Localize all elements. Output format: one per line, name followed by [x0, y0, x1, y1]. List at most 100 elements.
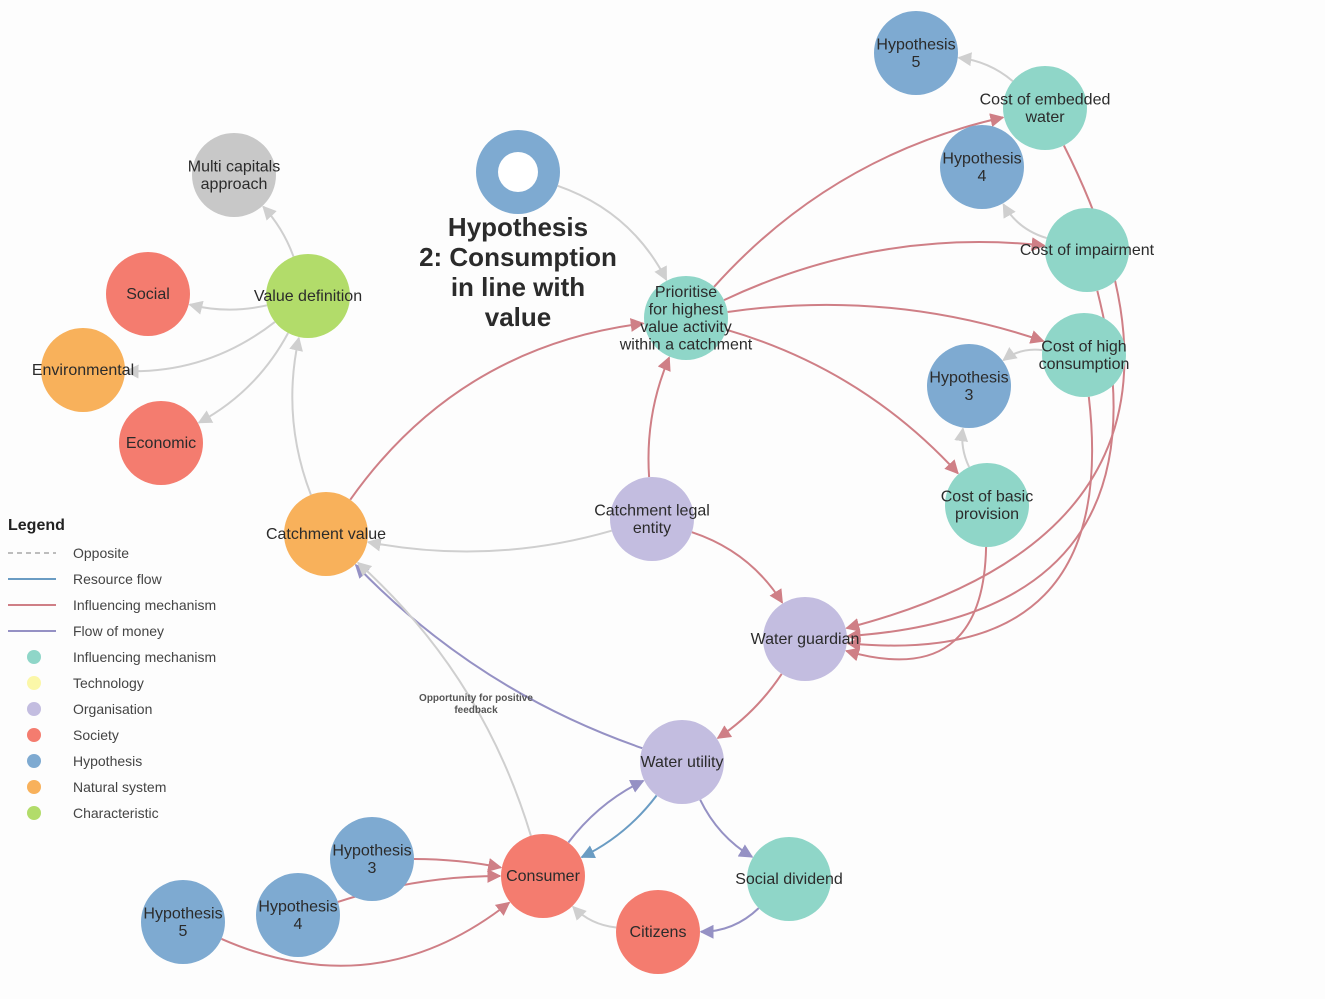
edge-cost-basic-to-water-guardian	[844, 546, 988, 662]
edge-water-utility-to-social-dividend	[699, 799, 754, 858]
node-label: Social dividend	[735, 871, 843, 888]
node-label: Hypothesis	[143, 905, 222, 922]
edge-citizens-to-consumer	[572, 905, 617, 929]
node-label: Cost of basic	[941, 488, 1033, 505]
node-label: Catchment legal	[594, 502, 710, 519]
node-circle	[763, 597, 847, 681]
node-circle	[927, 344, 1011, 428]
legend-dot-swatch	[27, 754, 41, 768]
edge-water-utility-to-consumer	[580, 794, 658, 859]
edge-consumer-to-catchment-value	[356, 561, 532, 837]
edge-social-dividend-to-citizens	[699, 907, 760, 939]
node-circle	[644, 276, 728, 360]
node-circle	[610, 477, 694, 561]
node-circle	[119, 401, 203, 485]
edge-water-guardian-to-water-utility	[716, 673, 783, 739]
edge-water-utility-to-catchment-value	[354, 563, 643, 750]
node-environmental[interactable]: Environmental	[32, 328, 134, 412]
title-line: value	[485, 302, 552, 332]
node-water-utility[interactable]: Water utility	[640, 720, 724, 804]
node-circle	[616, 890, 700, 974]
node-label: 4	[978, 168, 987, 185]
node-citizens[interactable]: Citizens	[616, 890, 700, 974]
edge-cost-embedded-to-hyp5-top	[957, 52, 1014, 82]
node-label: Hypothesis	[332, 842, 411, 859]
node-circle	[141, 880, 225, 964]
node-circle	[940, 125, 1024, 209]
ring-hole	[498, 152, 538, 192]
node-label: approach	[201, 176, 268, 193]
edge-catchment-value-to-prioritise	[349, 318, 645, 501]
node-label: 5	[912, 54, 921, 71]
node-label: 3	[965, 387, 974, 404]
node-social[interactable]: Social	[106, 252, 190, 336]
node-consumer[interactable]: Consumer	[501, 834, 585, 918]
node-circle	[1042, 313, 1126, 397]
node-circle	[284, 492, 368, 576]
node-label: Consumer	[506, 868, 580, 885]
node-label: value activity	[640, 319, 732, 336]
edge-cost-impairment-to-hyp4-top	[1002, 203, 1047, 240]
legend-label: Resource flow	[73, 571, 163, 587]
edge-cost-high-to-water-guardian	[846, 396, 1094, 652]
node-circle	[192, 133, 276, 217]
legend-label: Organisation	[73, 701, 152, 717]
node-label: consumption	[1039, 356, 1130, 373]
node-label: Citizens	[630, 924, 687, 941]
edge-catchment-legal-to-catchment-value	[366, 529, 612, 553]
node-cost-impairment[interactable]: Cost of impairment	[1020, 208, 1155, 292]
node-circle	[747, 837, 831, 921]
node-circle	[945, 463, 1029, 547]
note-line: feedback	[454, 705, 498, 716]
node-label: Cost of embedded	[980, 91, 1111, 108]
legend-dot-swatch	[27, 806, 41, 820]
node-water-guardian[interactable]: Water guardian	[751, 597, 860, 681]
edge-value-definition-to-economic	[197, 332, 289, 424]
node-label: Value definition	[254, 288, 362, 305]
edge-prioritise-to-cost-impairment	[723, 237, 1046, 302]
edge-hyp3-bottom-to-consumer	[413, 858, 503, 872]
edge-prioritise-to-cost-high	[727, 303, 1045, 344]
legend-label: Flow of money	[73, 623, 164, 639]
edge-prioritise-to-cost-basic	[726, 328, 959, 475]
node-social-dividend[interactable]: Social dividend	[735, 837, 843, 921]
node-label: Hypothesis	[258, 898, 337, 915]
legend-label: Opposite	[73, 545, 129, 561]
node-catchment-value[interactable]: Catchment value	[266, 492, 386, 576]
node-economic[interactable]: Economic	[119, 401, 203, 485]
edge-cost-basic-to-hyp3-mid	[954, 427, 971, 468]
node-label: 3	[368, 860, 377, 877]
edge-prioritise-to-cost-embedded	[713, 113, 1005, 288]
node-label: Cost of impairment	[1020, 242, 1155, 259]
edge-value-definition-to-environmental	[124, 321, 276, 379]
diagram-title: Hypothesis 2: Consumption in line with v…	[419, 212, 617, 332]
node-label: Hypothesis	[942, 150, 1021, 167]
node-circle	[266, 254, 350, 338]
node-label: 5	[179, 923, 188, 940]
node-hyp2-ring[interactable]	[476, 130, 560, 214]
edge-catchment-legal-to-prioritise	[647, 356, 671, 478]
node-circle	[874, 11, 958, 95]
legend-dot-swatch	[27, 780, 41, 794]
node-circle	[640, 720, 724, 804]
node-value-definition[interactable]: Value definition	[254, 254, 362, 338]
node-label: Hypothesis	[876, 36, 955, 53]
feedback-note: Opportunity for positive feedback	[419, 693, 533, 716]
node-label: 4	[294, 916, 303, 933]
legend-dot-swatch	[27, 728, 41, 742]
legend-label: Society	[73, 727, 119, 743]
